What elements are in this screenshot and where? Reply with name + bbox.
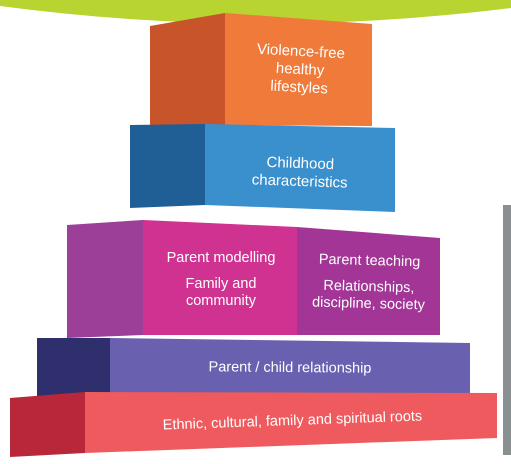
- top-banner: [0, 0, 511, 24]
- tier-second-label: Childhood characteristics: [251, 153, 348, 192]
- tier-fourth-front: [110, 338, 470, 402]
- background-photo-edge: [503, 205, 511, 455]
- tier-middle-side: [67, 220, 143, 338]
- tier-base-front: [85, 392, 497, 453]
- tier-top-front: [225, 13, 372, 126]
- tier-second-front: [205, 124, 395, 212]
- tier-fourth-side: [37, 338, 110, 398]
- parent-teaching-title: Parent teaching: [318, 251, 421, 271]
- tier-middle-left-label: Parent modelling Family and community: [166, 249, 276, 310]
- tier-second-side: [130, 124, 205, 208]
- tier-fourth-label: Parent / child relationship: [208, 359, 372, 378]
- tier-middle-right-label: Parent teaching Relationships, disciplin…: [311, 251, 426, 314]
- parent-modelling-title: Parent modelling: [166, 249, 276, 266]
- tier-middle-right-front: [297, 227, 440, 335]
- tier-top-label: Violence-free healthy lifestyles: [256, 41, 346, 98]
- tier-base-side: [10, 392, 85, 457]
- tier-top-side: [150, 13, 225, 128]
- tier-middle-left-front: [143, 220, 297, 335]
